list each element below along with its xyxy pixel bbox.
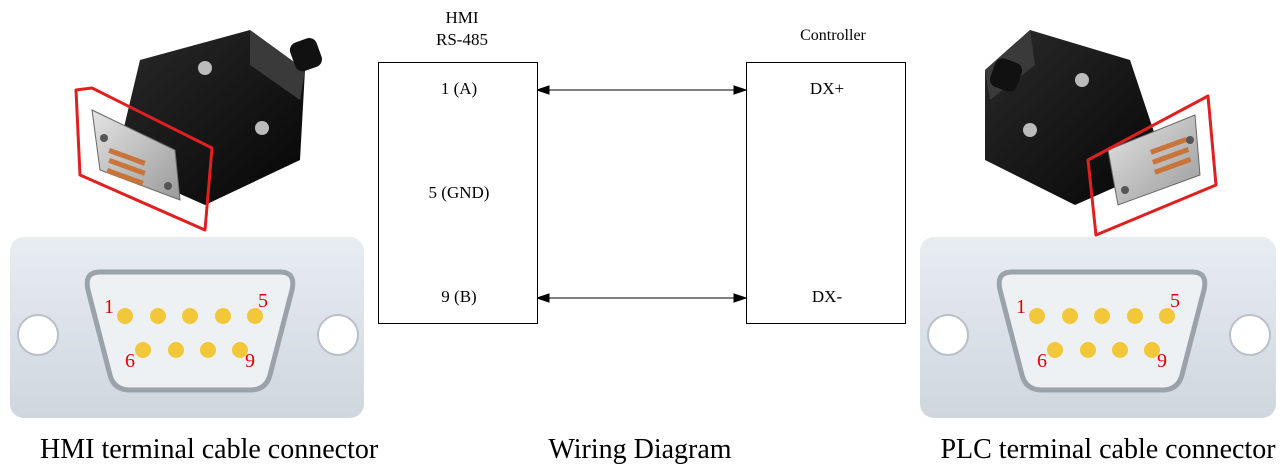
hmi-pin-9: 9 (B) (441, 287, 477, 306)
plc-pin-5-label: 5 (1170, 290, 1180, 312)
hmi-pin-6-label: 6 (125, 350, 135, 372)
hmi-db9-hood-icon (74, 30, 322, 232)
controller-pin-dx-minus: DX- (811, 287, 843, 306)
wire-arrow-top (535, 85, 748, 95)
caption-hmi-connector: HMI terminal cable connector (40, 434, 379, 465)
hmi-header-line1: HMI (445, 8, 479, 27)
wire-arrow-bottom (535, 293, 748, 303)
caption-wiring-diagram: Wiring Diagram (548, 434, 732, 465)
controller-pin-box: DX+ DX- (746, 62, 906, 324)
hmi-pin-5: 5 (GND) (428, 183, 490, 202)
hmi-pin-1-label: 1 (104, 296, 114, 318)
hmi-pin-box: 1 (A) 5 (GND) 9 (B) (378, 62, 538, 324)
hmi-pin-1: 1 (A) (440, 79, 478, 98)
caption-plc-connector: PLC terminal cable connector (940, 434, 1276, 465)
plc-pin-6-label: 6 (1037, 350, 1047, 372)
plc-pin-9-label: 9 (1157, 350, 1167, 372)
plc-db9-hood-icon (985, 30, 1218, 237)
plc-pin-1-label: 1 (1016, 296, 1026, 318)
hmi-pin-5-label: 5 (258, 290, 268, 312)
controller-header: Controller (800, 27, 866, 44)
plc-db9-face-icon (920, 237, 1276, 418)
controller-pin-dx-plus: DX+ (809, 79, 845, 98)
hmi-db9-face-icon (10, 237, 364, 418)
hmi-header-line2: RS-485 (436, 30, 488, 49)
hmi-pin-9-label: 9 (245, 350, 255, 372)
